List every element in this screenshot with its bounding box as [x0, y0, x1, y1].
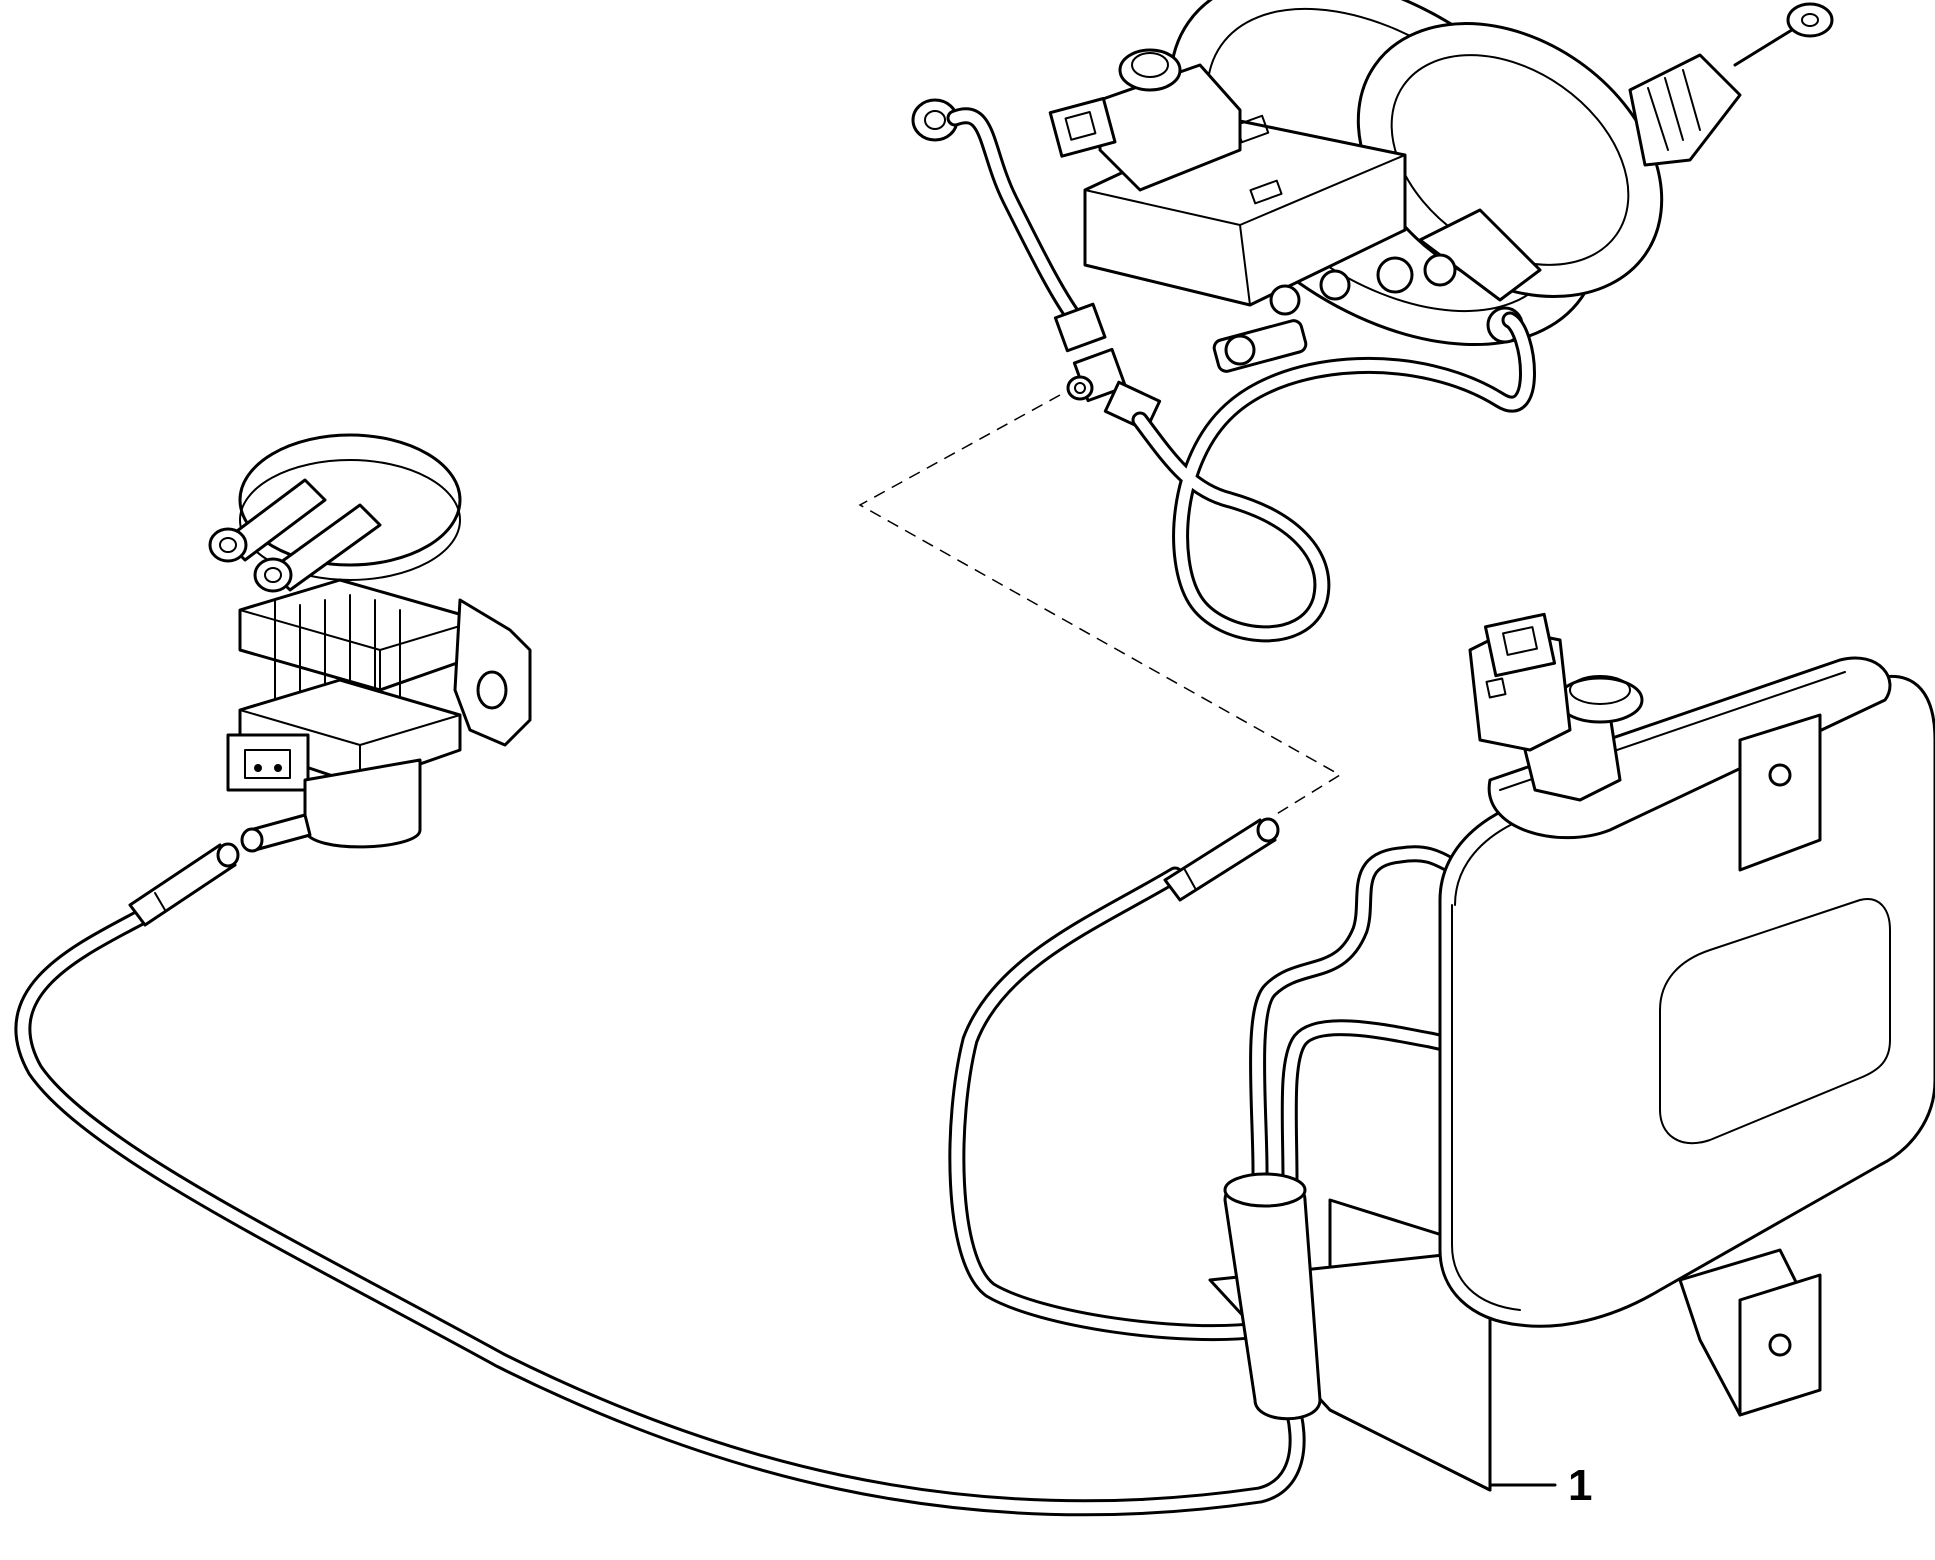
brake-booster-assembly [1048, 0, 1834, 373]
solenoid-valve [208, 433, 532, 853]
booster-vacuum-hose [911, 98, 1536, 643]
vacuum-reservoir [1208, 612, 1935, 1492]
vacuum-hose [14, 817, 1306, 1517]
callout-1: 1 [1488, 1461, 1592, 1510]
connection-dashed-line [858, 394, 1342, 816]
callout-label-1: 1 [1568, 1461, 1592, 1510]
